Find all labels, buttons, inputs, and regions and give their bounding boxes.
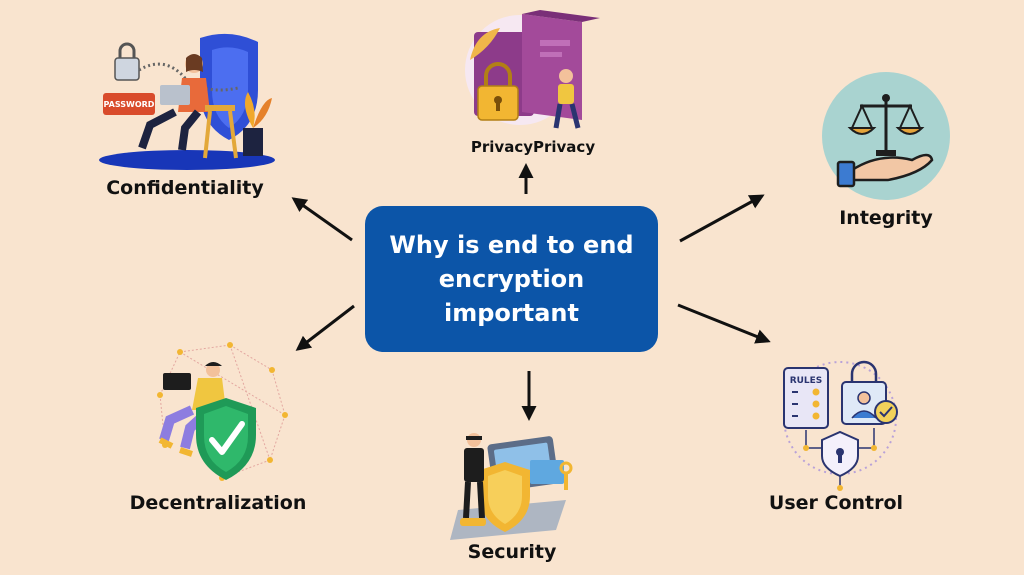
center-title: Why is end to end encryption important xyxy=(389,231,634,327)
arrows xyxy=(291,163,771,421)
scales-on-hand-icon xyxy=(822,72,950,200)
password-sign-text: PASSWORD xyxy=(104,100,155,109)
padlock-passport-person-icon xyxy=(465,10,600,129)
label-user-control: User Control xyxy=(768,492,904,514)
label-confidentiality: Confidentiality xyxy=(106,177,264,199)
label-integrity: Integrity xyxy=(839,207,933,229)
network-person-shield-check-icon xyxy=(157,342,288,481)
arrow-to-integrity xyxy=(679,194,765,243)
person-laptop-shield-password-icon: PASSWORD xyxy=(99,33,275,170)
arrow-to-decentralization xyxy=(295,304,355,351)
rules-sign-text: RULES xyxy=(790,376,823,386)
arrow-to-confidentiality xyxy=(291,197,353,242)
arrow-to-user-control xyxy=(677,303,771,344)
guard-shield-laptop-icon xyxy=(450,433,573,540)
rules-user-lock-icon: RULES xyxy=(783,360,898,491)
center-title-box: Why is end to end encryption important xyxy=(365,206,658,352)
label-decentralization: Decentralization xyxy=(129,492,307,514)
label-security: Security xyxy=(467,541,557,563)
label-privacy: PrivacyPrivacy xyxy=(470,138,596,156)
